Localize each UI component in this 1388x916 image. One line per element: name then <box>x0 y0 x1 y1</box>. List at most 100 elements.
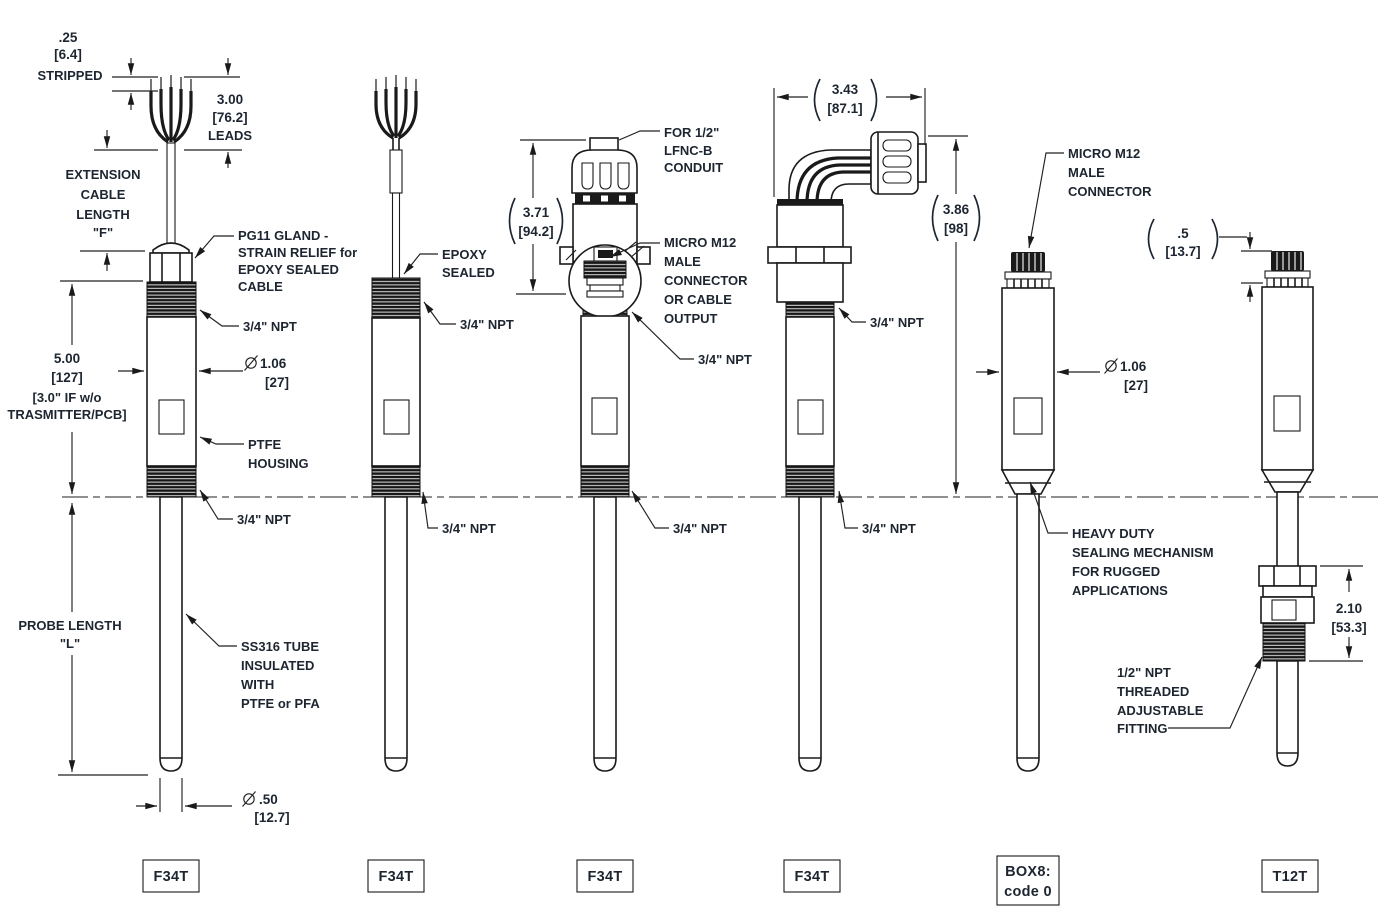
m12-l1: MICRO M12 <box>1068 146 1140 161</box>
lfnc-l3: CONDUIT <box>664 160 723 175</box>
probe-3-f34t-conduit-cap <box>559 137 651 772</box>
callout-npt34-p2-top: 3/4" NPT <box>423 301 514 332</box>
probe-len-l2: "L" <box>60 636 80 651</box>
heavy-l3: FOR RUGGED <box>1072 564 1160 579</box>
dim-stripped-label: STRIPPED <box>37 68 102 83</box>
ss316-l1: SS316 TUBE <box>241 639 319 654</box>
callout-npt34-p3-mid: 3/4" NPT <box>631 311 752 367</box>
dim-body-diameter-p5: 1.06 [27] <box>976 358 1148 393</box>
heavy-l4: APPLICATIONS <box>1072 583 1168 598</box>
housing-window <box>158 399 185 435</box>
callout-npt34-p4-top: 3/4" NPT <box>838 307 924 330</box>
npt34-label: 3/4" NPT <box>673 521 727 536</box>
callout-npt34-p3-bottom: 3/4" NPT <box>631 490 727 536</box>
code-box-2 <box>367 859 425 893</box>
m12-l2: MALE <box>1068 165 1105 180</box>
code-box-5-label-line1: BOX8: <box>1005 864 1051 880</box>
body-len-in: 5.00 <box>54 351 80 366</box>
code-box-5-label-line2: code 0 <box>1004 884 1052 900</box>
block-tab-right <box>636 246 651 265</box>
body-len-note1: [3.0" IF w/o <box>32 390 101 405</box>
body-cone <box>1260 469 1315 493</box>
gland-upper <box>776 204 844 248</box>
dim-stripped: .25 [6.4] STRIPPED <box>37 30 240 110</box>
npt-thread-top <box>785 301 835 318</box>
npt34-label: 3/4" NPT <box>442 521 496 536</box>
ext-cable-l3: LENGTH <box>76 207 129 222</box>
callout-npt34-p2-bottom: 3/4" NPT <box>421 491 496 536</box>
lfnc-l2: LFNC-B <box>664 143 712 158</box>
gland-collar <box>767 246 852 264</box>
m12-connector <box>1011 252 1045 272</box>
label-ptfe-housing: PTFE HOUSING <box>199 436 309 471</box>
npt12-l4: FITTING <box>1117 721 1168 736</box>
code-box-4 <box>783 859 841 893</box>
dim-probe-length: PROBE LENGTH "L" <box>18 502 148 776</box>
ptfe-housing-body <box>580 315 630 467</box>
npt34-label: 3/4" NPT <box>870 315 924 330</box>
probe-dia-val: .50 <box>259 792 278 807</box>
code-box-3 <box>576 859 634 893</box>
body-len-note2: TRASMITTER/PCB] <box>7 407 126 422</box>
ptfe-housing-body <box>785 316 835 467</box>
ext-cable-l4: "F" <box>93 225 113 240</box>
label-pg11-gland: PG11 GLAND - STRAIN RELIEF for EPOXY SEA… <box>194 228 357 294</box>
h386-mm: [98] <box>944 221 968 236</box>
ss316-l4: PTFE or PFA <box>241 696 320 711</box>
code-box-1-label: F34T <box>153 869 188 885</box>
code-box-4-label: F34T <box>794 869 829 885</box>
h05-in: .5 <box>1177 226 1189 241</box>
ss316-l3: WITH <box>241 677 274 692</box>
m12-connector-section <box>583 246 627 298</box>
npt34-label: 3/4" NPT <box>243 319 297 334</box>
label-epoxy-sealed: EPOXY SEALED <box>403 247 495 280</box>
probe-tube-lower <box>1276 660 1299 767</box>
code-box-1 <box>142 859 200 893</box>
housing-window <box>383 399 410 435</box>
dim-body-diameter-p1: 1.06 [27] <box>118 355 289 390</box>
body-len-mm: [127] <box>51 370 83 385</box>
code-box-6 <box>1261 859 1319 893</box>
body-dia-val: 1.06 <box>260 356 287 371</box>
cable-sleeve <box>389 149 403 194</box>
gland-lower <box>776 262 844 303</box>
dim-h386: 3.86 [98] <box>928 135 981 495</box>
m12c-l4: OR CABLE <box>664 292 732 307</box>
block-tab-left <box>559 246 574 265</box>
probe-2-f34t-epoxy-sealed <box>371 75 421 772</box>
dim-leads-in: 3.00 <box>217 92 243 107</box>
m12c-l5: OUTPUT <box>664 311 718 326</box>
heavy-l1: HEAVY DUTY <box>1072 526 1155 541</box>
extension-cable <box>391 192 401 279</box>
label-m12-cable-output: MICRO M12 MALE CONNECTOR OR CABLE OUTPUT <box>609 235 748 326</box>
h210-mm: [53.3] <box>1331 620 1366 635</box>
npt12-l2: THREADED <box>1117 684 1189 699</box>
dim-leads-label: LEADS <box>208 128 252 143</box>
probe-1-f34t-stripped-leads <box>146 75 197 772</box>
probe-tube <box>159 496 183 772</box>
code-box-5 <box>996 855 1060 906</box>
dim-stripped-mm: [6.4] <box>54 47 82 62</box>
label-lfnc-conduit: FOR 1/2" LFNC-B CONDUIT <box>618 125 723 175</box>
npt34-label: 3/4" NPT <box>698 352 752 367</box>
npt12-l1: 1/2" NPT <box>1117 665 1171 680</box>
pg11-l3: EPOXY SEALED <box>238 262 339 277</box>
npt-thread-bottom <box>371 465 421 498</box>
body-cone <box>1000 469 1056 495</box>
ss316-l2: INSULATED <box>241 658 314 673</box>
probe-tube <box>1016 493 1040 772</box>
probe-dia-mm: [12.7] <box>254 810 289 825</box>
connector-washer <box>1264 270 1311 279</box>
connector-washer <box>1004 271 1052 280</box>
body-dia-val: 1.06 <box>1120 359 1147 374</box>
npt-thread-bottom <box>580 465 630 498</box>
npt12-l3: ADJUSTABLE <box>1117 703 1204 718</box>
ptfe-housing-body <box>146 316 197 467</box>
dim-probe-diameter: .50 [12.7] <box>136 778 290 825</box>
probe-tube <box>593 496 617 772</box>
pg11-gland-hex <box>149 252 193 283</box>
housing-window <box>591 397 618 435</box>
label-ss316-tube: SS316 TUBE INSULATED WITH PTFE or PFA <box>185 613 320 711</box>
housing-window <box>1013 397 1043 435</box>
